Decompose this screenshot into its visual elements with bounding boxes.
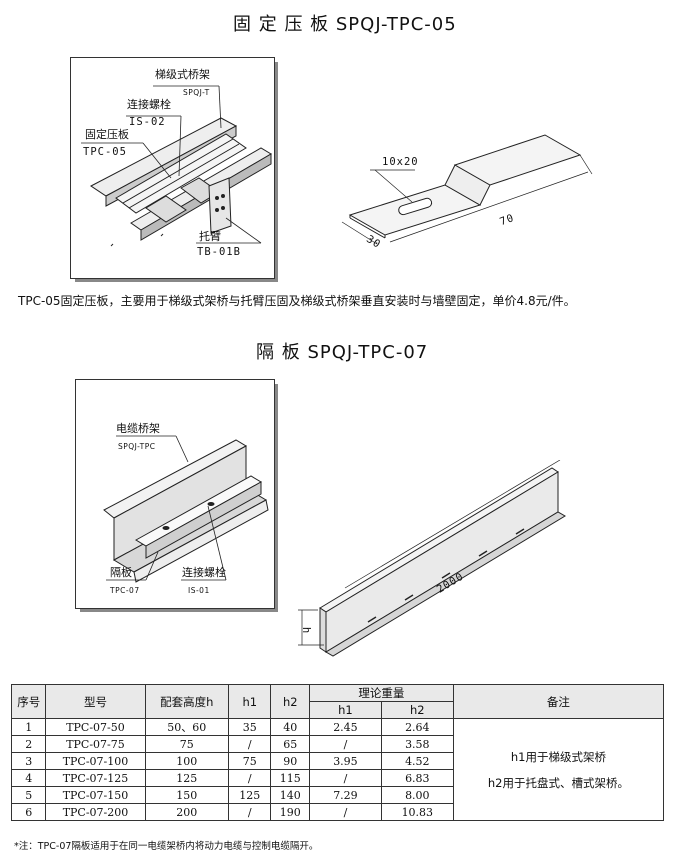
cell-weight-h1: / <box>309 769 382 787</box>
table-row: 6 TPC-07-200 200 / 190 / 10.83 <box>10 803 664 821</box>
label-plate: 固定压板 <box>85 128 129 141</box>
cell-seq: 6 <box>10 803 47 821</box>
table-row: 1 TPC-07-50 50、60 35 40 2.45 2.64 h1用于梯级… <box>10 718 665 821</box>
spec-table: 序号 型号 配套高度h h1 h2 理论重量 备注 h1 h2 1 TPC-07… <box>10 684 665 821</box>
header-model: 型号 <box>45 684 146 719</box>
cell-model: TPC-07-125 <box>45 769 146 787</box>
cell-h2: 140 <box>270 786 311 804</box>
label-plate-code: TPC-05 <box>83 146 127 158</box>
pressure-plate-drawing <box>341 134 593 245</box>
section1-illustration-frame: 梯级式桥架 SPQJ-T 连接螺栓 IS-02 固定压板 TPC-05 托臂 T… <box>70 57 275 279</box>
label-bolt-code: IS-01 <box>188 586 210 595</box>
header-h2: h2 <box>270 684 311 719</box>
label-ladder-tray-code: SPQJ-T <box>183 88 210 97</box>
cell-height: 100 <box>144 752 230 770</box>
cell-model: TPC-07-75 <box>45 735 146 753</box>
note-line-1: h1用于梯级式架桥 <box>510 749 606 764</box>
cell-model: TPC-07-200 <box>45 803 146 821</box>
cell-seq: 2 <box>10 735 47 753</box>
label-bracket: 托臂 <box>199 230 221 243</box>
cell-seq: 4 <box>10 769 47 787</box>
cell-h1: / <box>228 735 272 753</box>
header-weight-h2: h2 <box>380 701 454 719</box>
section2-illustration-frame: 电缆桥架 SPQJ-TPC 隔板 TPC-07 连接螺栓 IS-01 <box>75 379 275 609</box>
cell-h2: 65 <box>270 735 311 753</box>
cell-model: TPC-07-100 <box>45 752 146 770</box>
cell-h2: 90 <box>270 752 311 770</box>
cell-h1: 35 <box>228 718 272 736</box>
cell-seq: 1 <box>10 718 47 736</box>
header-height: 配套高度h <box>144 684 230 719</box>
label-bolt: 连接螺栓 <box>127 98 171 111</box>
cell-model: TPC-07-150 <box>45 786 146 804</box>
label-bracket-code: TB-01B <box>197 246 241 258</box>
table-row: 3 TPC-07-100 100 75 90 3.95 4.52 <box>10 752 664 770</box>
partition-drawing <box>298 460 566 657</box>
cell-h1: 75 <box>228 752 272 770</box>
label-bolt: 连接螺栓 <box>182 566 226 579</box>
cell-weight-h1: / <box>309 735 382 753</box>
cell-seq: 3 <box>10 752 47 770</box>
cell-h1: 125 <box>228 786 272 804</box>
cell-weight-h1: 7.29 <box>309 786 382 804</box>
label-partition: 隔板 <box>110 566 132 579</box>
cell-weight-h1: / <box>309 803 382 821</box>
cell-h1: / <box>228 803 272 821</box>
cell-weight-h2: 6.83 <box>380 769 454 787</box>
cell-weight-h1: 3.95 <box>309 752 382 770</box>
cell-height: 125 <box>144 769 230 787</box>
cell-h2: 40 <box>270 718 311 736</box>
dim-slot: 10x20 <box>382 156 419 168</box>
cell-height: 75 <box>144 735 230 753</box>
label-ladder-tray: 梯级式桥架 <box>155 68 210 81</box>
section1-title: 固 定 压 板 SPQJ-TPC-05 <box>233 14 457 35</box>
cell-weight-h1: 2.45 <box>309 718 382 736</box>
cell-h2: 115 <box>270 769 311 787</box>
cell-height: 200 <box>144 803 230 821</box>
header-weight-h1: h1 <box>309 701 382 719</box>
note-line-2: h2用于托盘式、槽式架桥。 <box>487 775 629 790</box>
cell-seq: 5 <box>10 786 47 804</box>
label-bolt-code: IS-02 <box>129 116 166 128</box>
label-partition-code: TPC-07 <box>110 586 140 595</box>
cell-model: TPC-07-50 <box>45 718 146 736</box>
cell-weight-h2: 2.64 <box>380 718 454 736</box>
label-cable-tray: 电缆桥架 <box>116 422 160 435</box>
dim-partition-height: h <box>300 626 313 635</box>
cable-tray-drawing <box>103 435 269 583</box>
ladder-tray-drawing <box>81 85 272 247</box>
footnote: *注：TPC-07隔板适用于在同一电缆架桥内将动力电缆与控制电缆隔开。 <box>14 841 319 852</box>
cell-h2: 190 <box>270 803 311 821</box>
header-seq: 序号 <box>10 684 47 719</box>
cell-note: h1用于梯级式架桥 h2用于托盘式、槽式架桥。 <box>452 718 665 821</box>
header-weight: 理论重量 <box>309 684 454 702</box>
header-note: 备注 <box>452 684 665 719</box>
cell-height: 150 <box>144 786 230 804</box>
cell-weight-h2: 8.00 <box>380 786 454 804</box>
section2-title: 隔 板 SPQJ-TPC-07 <box>256 342 429 363</box>
cell-height: 50、60 <box>144 718 230 736</box>
label-cable-tray-code: SPQJ-TPC <box>118 442 156 451</box>
section1-description: TPC-05固定压板，主要用于梯级式架桥与托臂压固及梯级式桥架垂直安装时与墙壁固… <box>18 294 576 308</box>
cell-h1: / <box>228 769 272 787</box>
cell-weight-h2: 4.52 <box>380 752 454 770</box>
header-h1: h1 <box>228 684 272 719</box>
cell-weight-h2: 3.58 <box>380 735 454 753</box>
cell-weight-h2: 10.83 <box>380 803 454 821</box>
